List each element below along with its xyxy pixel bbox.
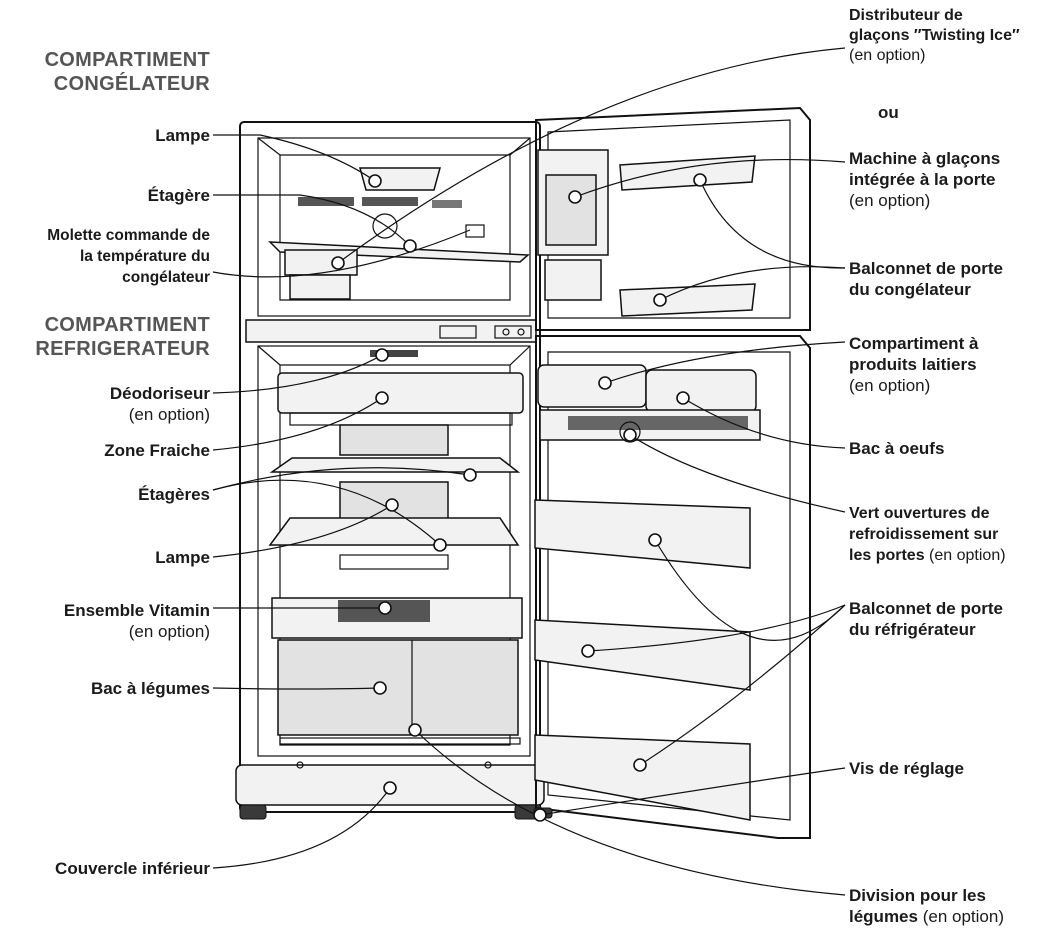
label-vis: Vis de réglage — [849, 759, 964, 778]
label-balconnet-refrigerateur: Balconnet de porte du réfrigérateur — [849, 599, 1003, 639]
dot-etagere-1 — [463, 468, 477, 482]
dot-vis — [533, 808, 547, 822]
freezer-door — [535, 106, 811, 331]
label-lampe-top: Lampe — [155, 126, 210, 145]
dot-bac-legumes — [373, 681, 387, 695]
leader-lines — [212, 47, 846, 896]
marker-dots — [331, 173, 707, 822]
dot-vert — [623, 428, 637, 442]
fridge-section-title: COMPARTIMENT REFRIGERATEUR — [35, 314, 210, 360]
label-balconnet-congelateur: Balconnet de porte du congélateur — [849, 259, 1003, 299]
dot-etagere — [403, 239, 417, 253]
label-distributeur: Distributeur de glaçons ″Twisting Ice″ (… — [849, 7, 1020, 64]
label-molette: Molette commande de la température du co… — [47, 227, 210, 286]
dot-division — [408, 723, 422, 737]
dot-etagere-2 — [433, 538, 447, 552]
label-etageres: Étagères — [138, 485, 210, 504]
label-ou: ou — [878, 103, 899, 122]
label-etagere: Étagère — [147, 186, 210, 205]
dot-couvercle — [383, 781, 397, 795]
dot-distributeur — [331, 256, 345, 270]
label-deodoriseur: Déodoriseur (en option) — [109, 384, 210, 424]
dot-vitamin — [378, 601, 392, 615]
label-laitiers: Compartiment à produits laitiers (en opt… — [849, 334, 979, 395]
dot-balconnet-frigo-1 — [648, 533, 662, 547]
dot-deodoriseur — [375, 348, 389, 362]
dot-zone-fraiche — [375, 391, 389, 405]
dot-balconnet-cong-2 — [653, 293, 667, 307]
fridge-parts — [268, 350, 524, 745]
label-division: Division pour les légumes (en option) — [849, 886, 1004, 926]
dot-balconnet-frigo-2 — [581, 644, 595, 658]
dot-lampe-top — [368, 174, 382, 188]
label-bac-legumes: Bac à légumes — [90, 679, 210, 698]
label-couvercle: Couvercle inférieur — [55, 859, 210, 878]
freezer-parts — [268, 167, 530, 300]
label-vitamin: Ensemble Vitamin (en option) — [63, 601, 210, 641]
label-zone-fraiche: Zone Fraiche — [104, 441, 210, 460]
freezer-section-title: COMPARTIMENT CONGÉLATEUR — [44, 49, 210, 95]
dot-lampe-bottom — [385, 498, 399, 512]
label-bac-oeufs: Bac à oeufs — [849, 439, 945, 458]
label-lampe-bottom: Lampe — [155, 548, 210, 567]
dot-machine — [568, 190, 582, 204]
dot-balconnet-cong-1 — [693, 173, 707, 187]
dot-balconnet-frigo-3 — [633, 758, 647, 772]
label-vert: Vert ouvertures de refroidissement sur l… — [849, 505, 1006, 564]
dot-laitiers-2 — [676, 391, 690, 405]
dot-laitiers-1 — [598, 376, 612, 390]
fridge-door — [533, 335, 811, 839]
label-machine: Machine à glaçons intégrée à la porte (e… — [849, 149, 1001, 210]
